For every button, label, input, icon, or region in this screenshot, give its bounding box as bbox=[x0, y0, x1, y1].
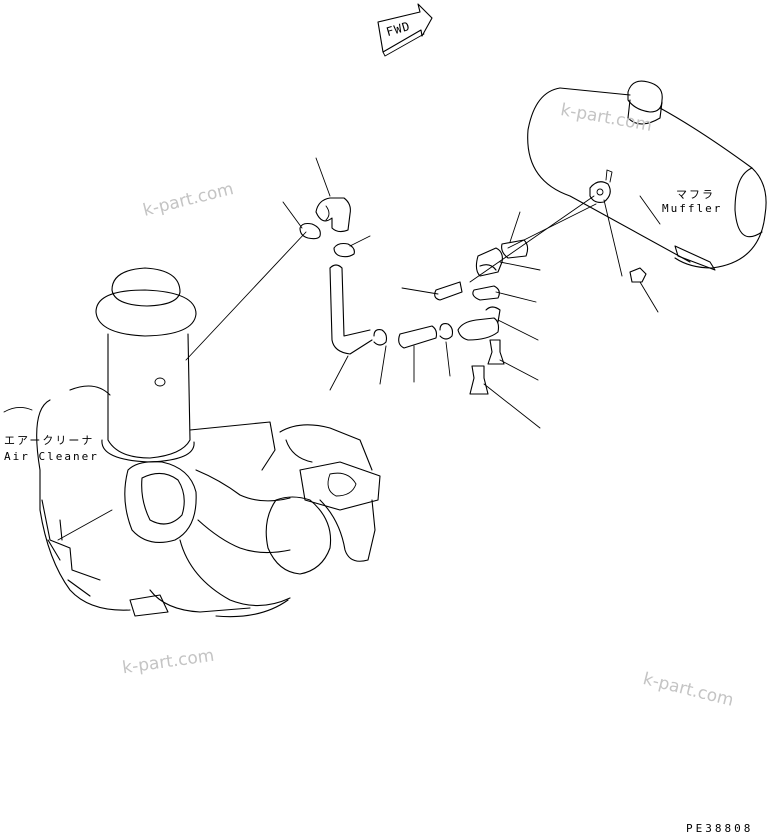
muffler-label-en: Muffler bbox=[662, 202, 723, 215]
leader-lines bbox=[3, 157, 661, 429]
air-cleaner-drawing bbox=[36, 267, 381, 618]
pipe-parts-drawing bbox=[299, 197, 647, 395]
air-cleaner-label-jp: エアークリーナ bbox=[4, 434, 95, 447]
air-cleaner-label-en: Air Cleaner bbox=[4, 450, 99, 463]
muffler-label-jp: マフラ bbox=[676, 188, 715, 201]
fwd-arrow-icon bbox=[377, 3, 433, 57]
drawing-number: PE38808 bbox=[686, 822, 754, 835]
muffler-drawing bbox=[527, 80, 767, 271]
